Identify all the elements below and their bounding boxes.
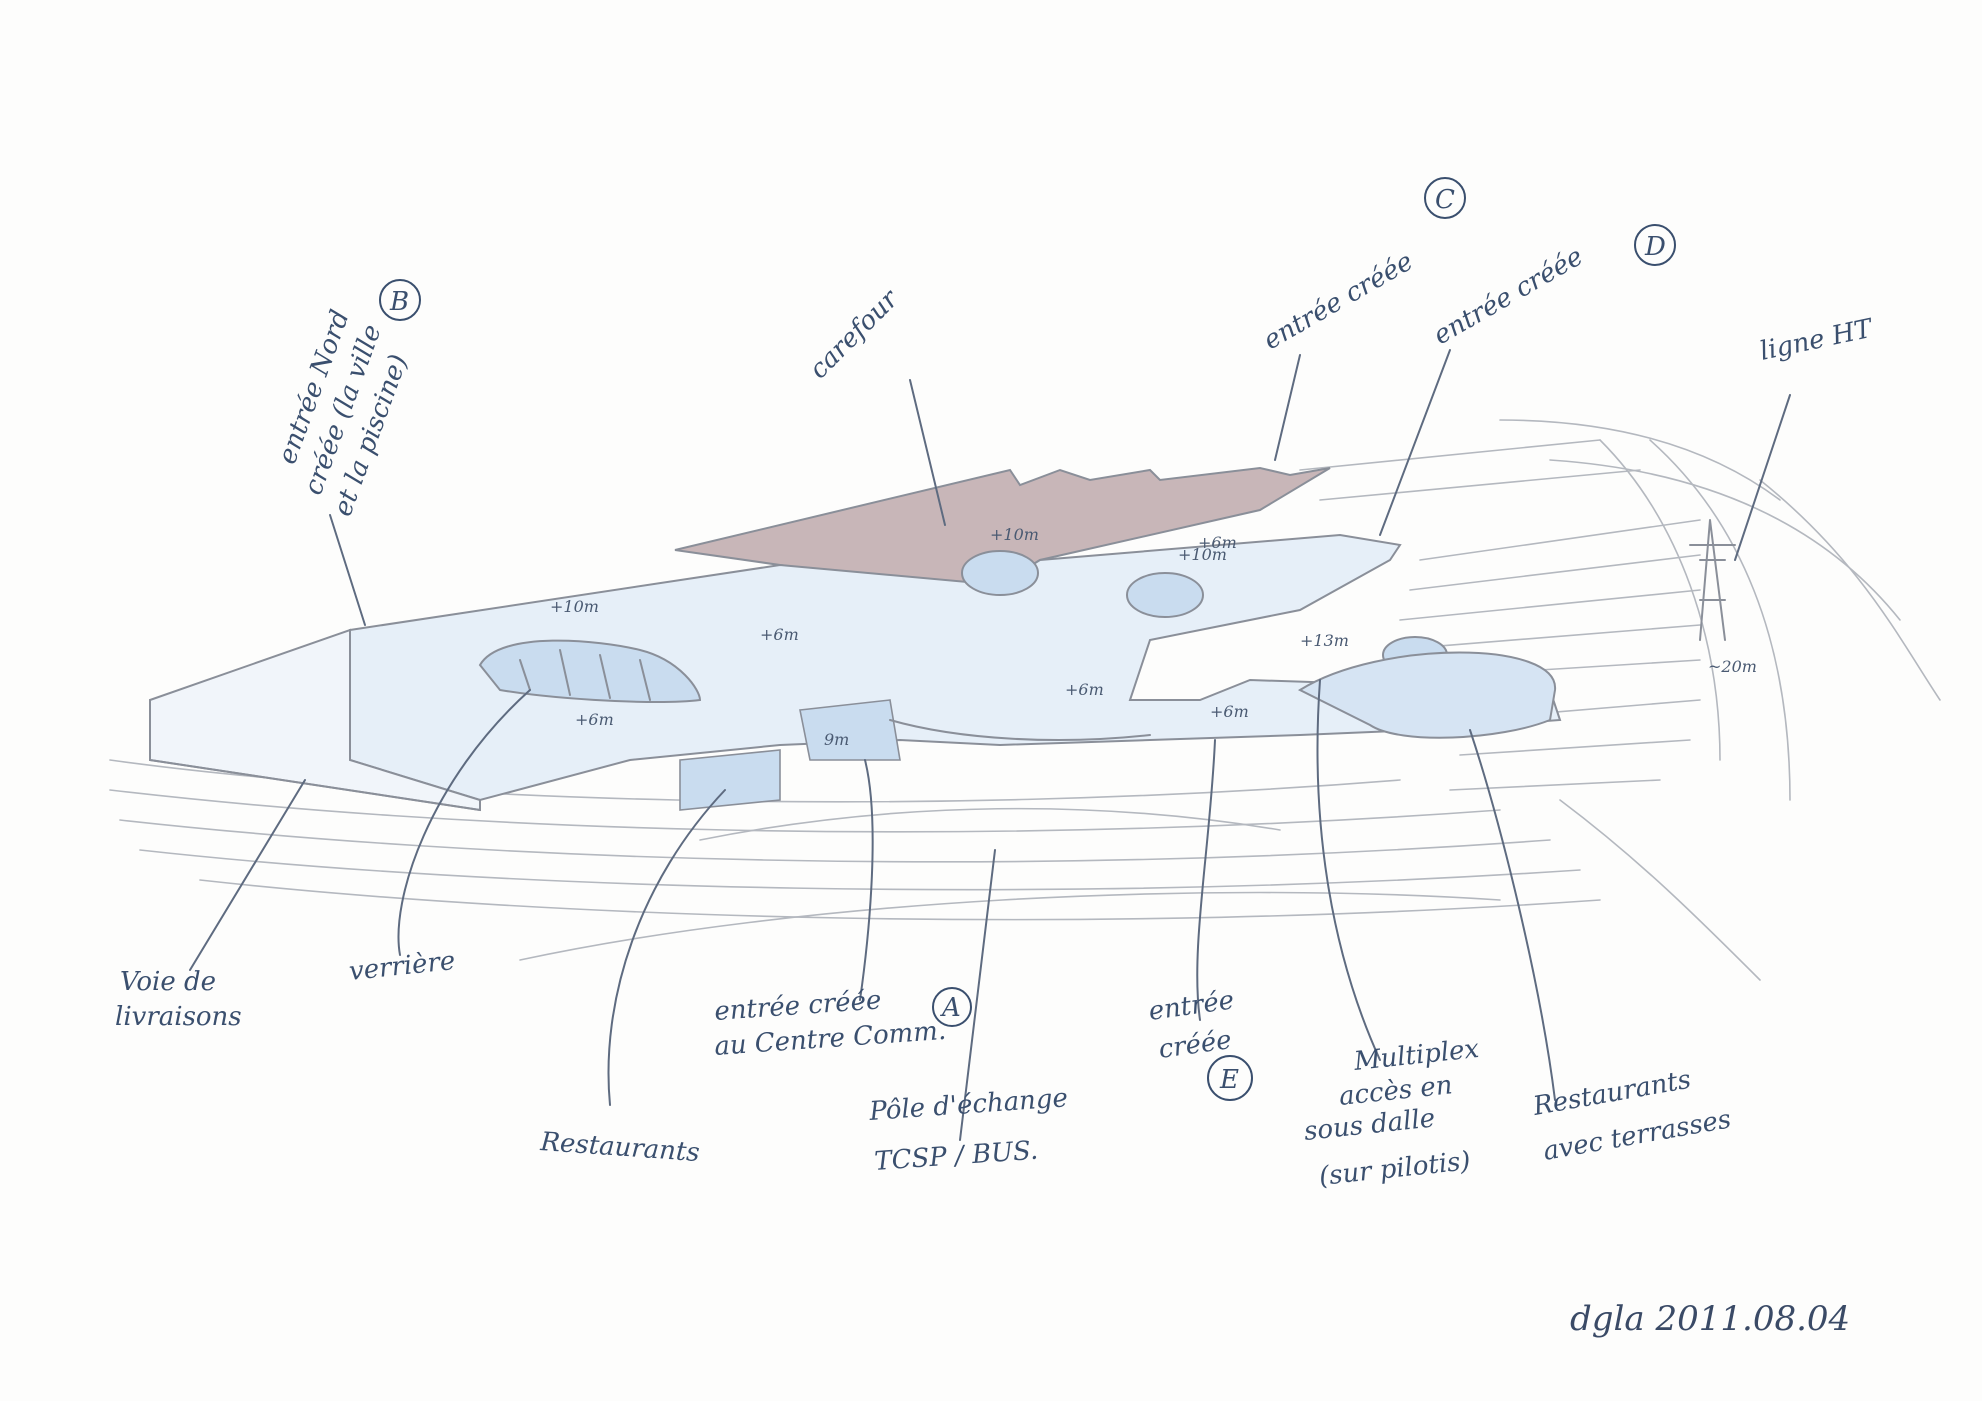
marker-e-circle	[1207, 1055, 1253, 1101]
marker-d: D	[1644, 232, 1666, 262]
label-voie-2: livraisons	[115, 1002, 242, 1032]
label-voie-1: Voie de	[120, 967, 216, 997]
height-mark: +10m	[550, 597, 599, 616]
label-ligne-ht: ligne HT	[1757, 314, 1876, 367]
marker-a-circle	[932, 987, 972, 1027]
height-mark: +6m	[575, 710, 614, 729]
height-mark: +6m	[1210, 702, 1249, 721]
label-entree-d: entrée créée	[1429, 241, 1589, 351]
leader-lines	[189, 349, 1791, 1141]
marker-c: C	[1435, 185, 1455, 215]
parking-rows	[1299, 439, 1701, 791]
label-rest-terrasses-1: Restaurants	[1530, 1065, 1693, 1122]
label-carrefour: carefour	[804, 283, 906, 385]
marker-c-circle	[1424, 177, 1466, 219]
road-lines	[109, 419, 1941, 981]
height-mark: +6m	[1065, 680, 1104, 699]
marker-e: E	[1219, 1065, 1239, 1095]
marker-a: A	[940, 993, 961, 1023]
label-multiplex-4: (sur pilotis)	[1318, 1146, 1472, 1192]
height-mark: +6m	[760, 625, 799, 644]
label-entree-e-1: entrée	[1147, 985, 1236, 1027]
label-entree-e-2: créée	[1157, 1025, 1234, 1065]
label-restaurants: Restaurants	[539, 1127, 701, 1168]
marker-d-circle	[1634, 224, 1676, 266]
height-mark: +10m	[990, 525, 1039, 544]
power-pylon	[1689, 519, 1736, 641]
label-verriere: verrière	[348, 946, 457, 987]
label-entree-nord: entrée Nord créée (la ville et la piscin…	[272, 306, 414, 520]
height-mark: +6m	[1198, 533, 1237, 552]
height-mark: 9m	[824, 730, 849, 749]
height-mark: +10m	[1178, 545, 1227, 564]
signature-date: dgla 2011.08.04	[1570, 1299, 1850, 1339]
mall-building	[149, 533, 1562, 812]
verriere-glass	[478, 639, 702, 703]
label-entree-a-1: entrée créée	[713, 985, 882, 1027]
marker-b-circle	[379, 279, 421, 321]
label-pole-1: Pôle d'échange	[867, 1083, 1068, 1127]
marker-b: B	[389, 287, 409, 317]
label-entree-c: entrée créée	[1259, 246, 1419, 356]
label-pole-2: TCSP / BUS.	[873, 1136, 1039, 1177]
multiplex-volume	[1297, 651, 1557, 739]
label-multiplex-3: sous dalle	[1303, 1103, 1437, 1147]
width-mark: ~20m	[1708, 657, 1757, 676]
height-mark: +13m	[1300, 631, 1349, 650]
